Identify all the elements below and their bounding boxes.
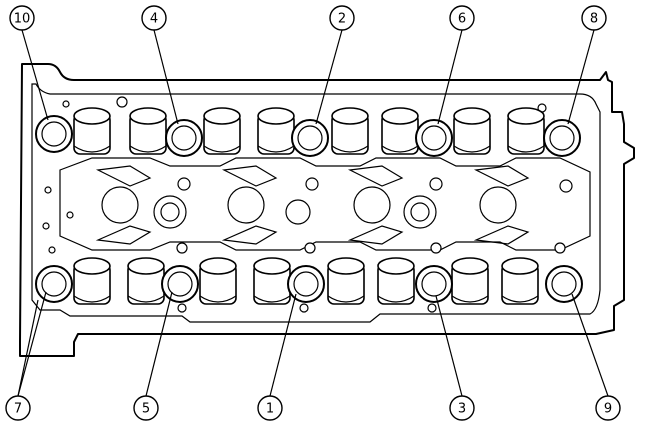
upper-tappet-8 [507,107,545,155]
callout-label: 8 [590,12,598,27]
lower-tappet-6 [377,257,415,305]
callout-4: 4 [141,5,167,31]
lower-tappet-2 [127,257,165,305]
callout-label: 9 [604,402,612,417]
upper-tappet-6 [381,107,419,155]
leader-line-8 [567,29,595,125]
head-bolts [35,115,583,303]
callout-circle [595,395,621,421]
callout-circle [9,5,35,31]
callout-1: 1 [257,395,283,421]
cylinder-head-outline [19,63,635,357]
callout-6: 6 [449,5,475,31]
center-features [42,96,573,313]
callout-9: 9 [595,395,621,421]
callout-7: 7 [5,395,31,421]
head-bolt-2 [291,119,329,157]
callout-label: 7 [14,402,22,417]
upper-tappet-7 [453,107,491,155]
leader-line-2 [315,29,343,125]
callouts: 10 4 2 6 8 7 5 1 3 9 [5,5,621,421]
head-bolt-6 [415,119,453,157]
callout-leaders [17,29,609,397]
cylinder-head-inner-outline [31,83,601,323]
leader-line-6 [437,29,463,125]
callout-label: 4 [150,12,158,27]
callout-circle [329,5,355,31]
callout-label: 1 [266,402,274,417]
callout-circle [449,5,475,31]
callout-label: 5 [142,402,150,417]
head-bolt-7 [35,265,73,303]
callout-10: 10 [9,5,35,31]
lower-tappet-5 [327,257,365,305]
callout-8: 8 [581,5,607,31]
leader-line-4 [153,29,179,125]
upper-tappet-2 [129,107,167,155]
callout-label: 6 [458,12,466,27]
lower-tappet-8 [501,257,539,305]
lower-tappet-1 [73,257,111,305]
callout-2: 2 [329,5,355,31]
leader-line-5 [145,291,173,397]
callout-circle [581,5,607,31]
leader-line-10 [21,29,49,121]
head-bolt-3 [415,265,453,303]
callout-circle [449,395,475,421]
callout-label: 2 [338,12,346,27]
head-bolt-4 [165,119,203,157]
head-bolt-10 [35,115,73,153]
lower-tappet-7 [451,257,489,305]
head-bolt-9 [545,265,583,303]
lower-tappets [73,257,539,305]
leader-line-3 [435,295,463,397]
leader-line-1 [269,293,297,397]
upper-tappet-4 [257,107,295,155]
callout-circle [257,395,283,421]
upper-tappet-3 [203,107,241,155]
callout-circle [5,395,31,421]
callout-circle [133,395,159,421]
upper-tappets [73,107,545,155]
upper-tappet-1 [73,107,111,155]
callout-3: 3 [449,395,475,421]
lower-tappet-4 [253,257,291,305]
leader-line-7b [17,299,39,397]
head-bolt-5 [161,265,199,303]
lower-tappet-3 [199,257,237,305]
callout-5: 5 [133,395,159,421]
leader-line-7 [17,291,47,397]
head-bolt-8 [543,119,581,157]
callout-label: 3 [458,402,466,417]
leader-line-9 [571,293,609,397]
upper-tappet-5 [331,107,369,155]
callout-circle [141,5,167,31]
head-bolt-1 [287,265,325,303]
callout-label: 10 [14,12,31,27]
gallery-outline [59,157,591,251]
